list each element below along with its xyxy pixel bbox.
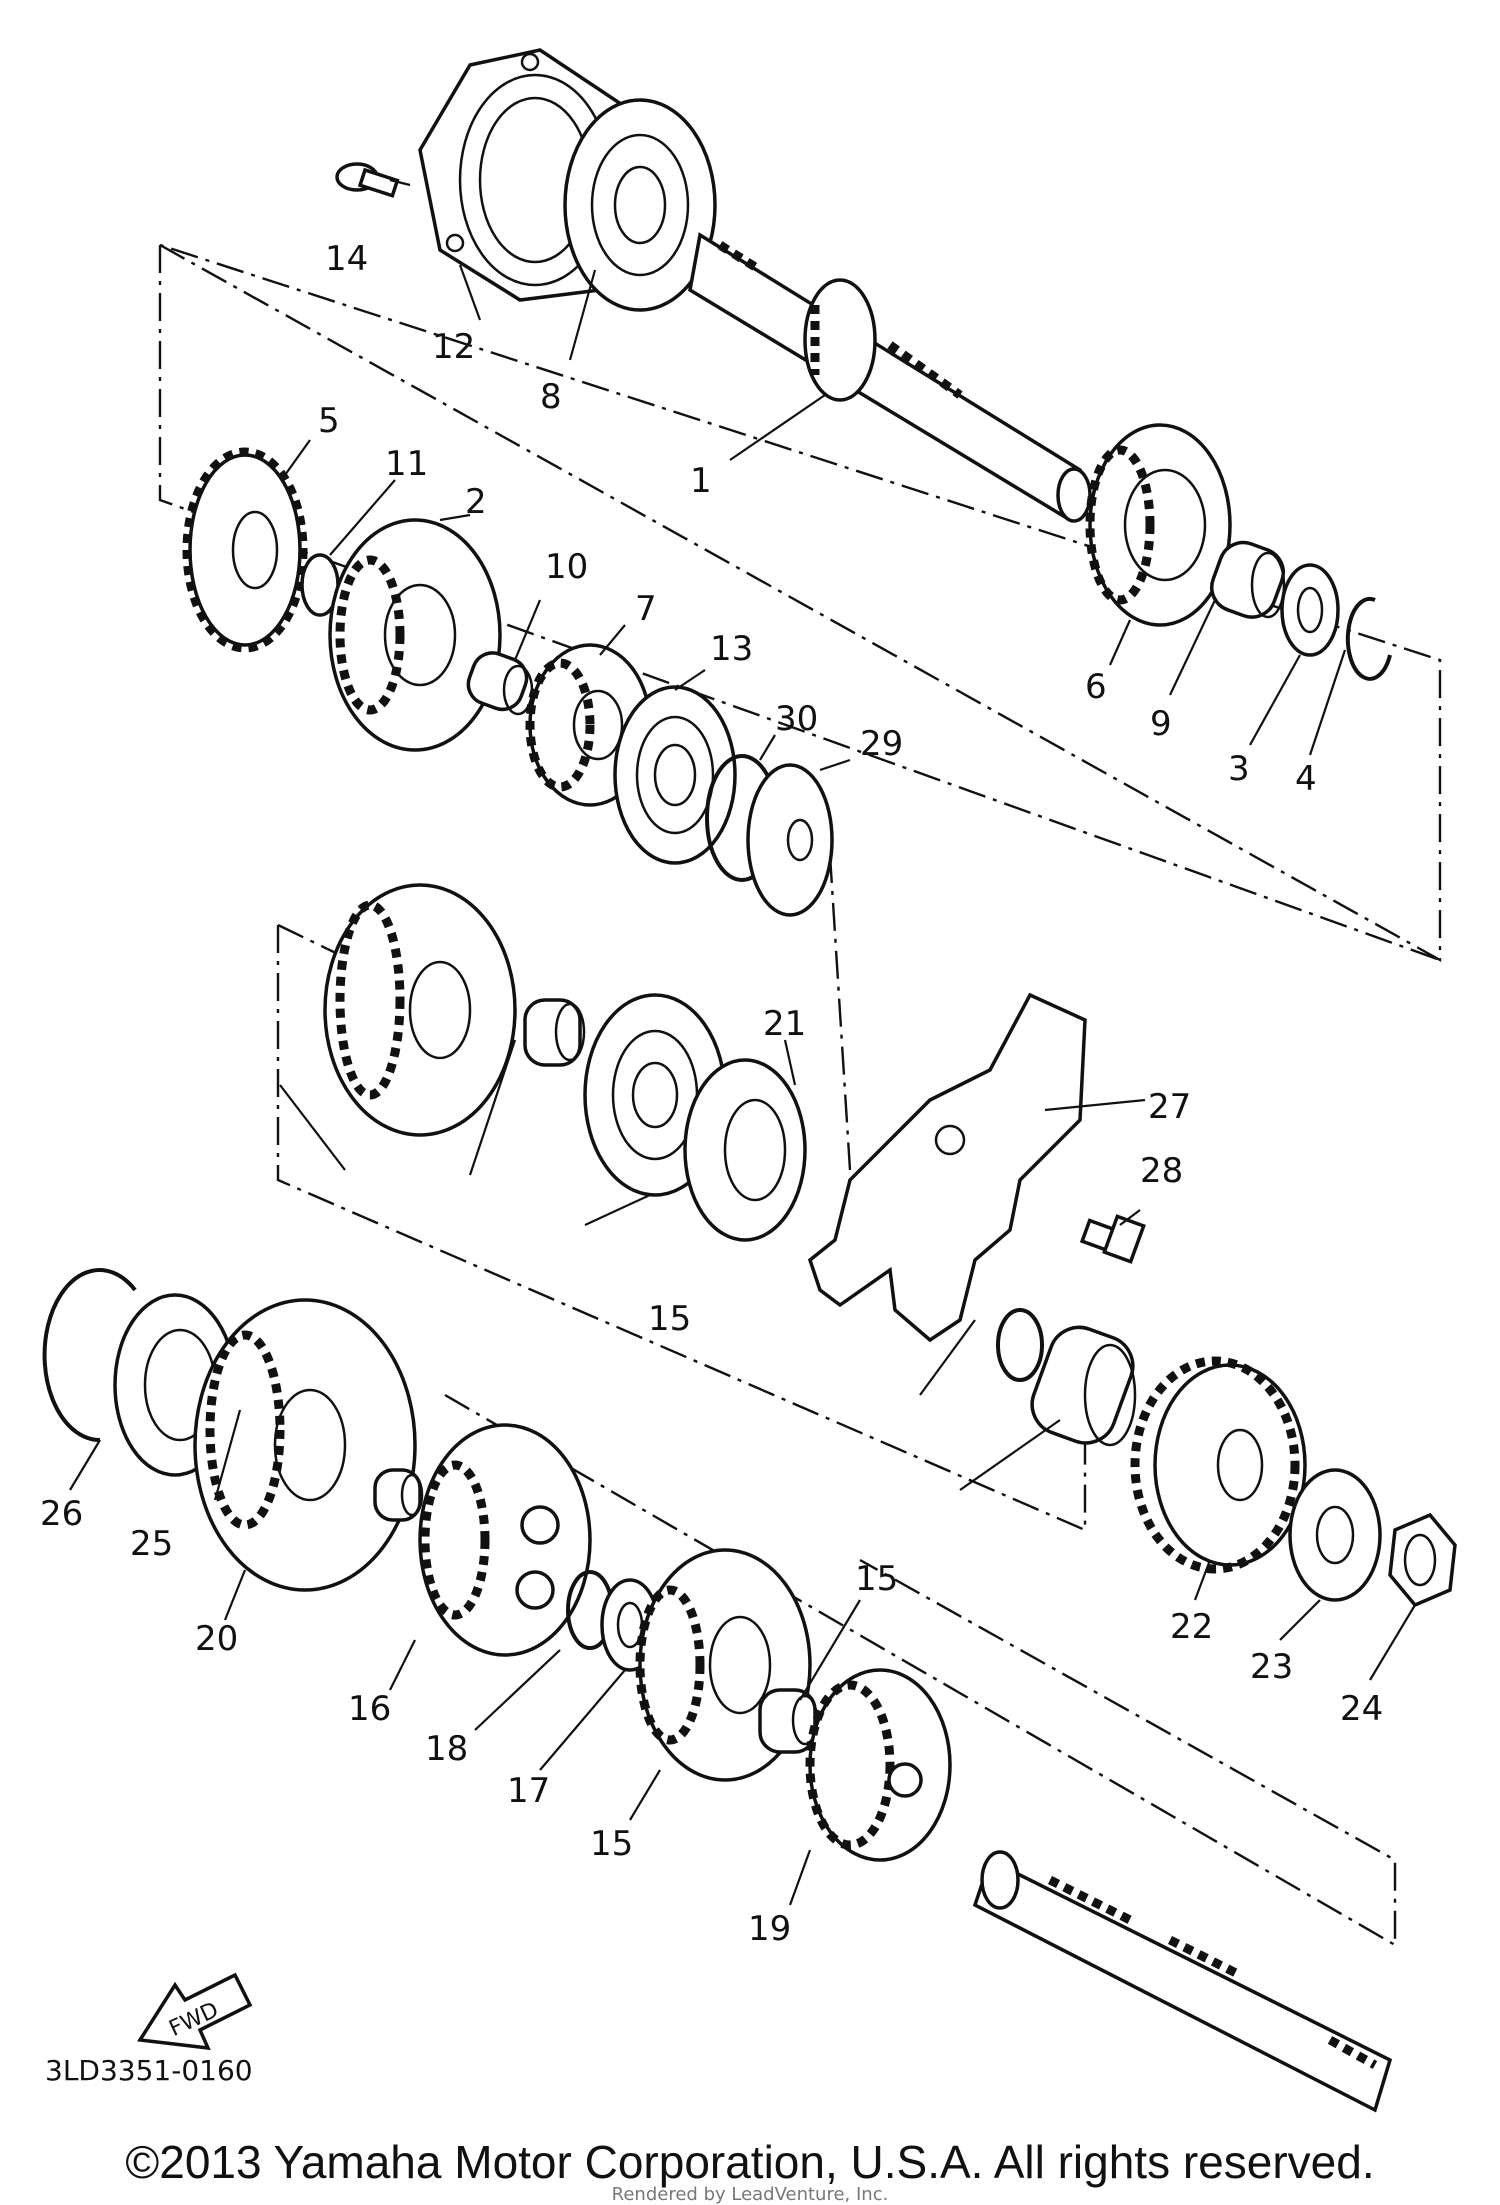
callout-14: 14 bbox=[325, 239, 368, 279]
callout-10: 10 bbox=[545, 547, 588, 587]
callout-30: 29 bbox=[860, 724, 903, 764]
part-17-gear bbox=[418, 1423, 592, 1657]
part-5-gear bbox=[182, 447, 308, 653]
part-8-bearing bbox=[563, 98, 717, 312]
middle-gear bbox=[323, 883, 517, 1137]
callout-7: 7 bbox=[635, 589, 657, 629]
callout-18: 17 bbox=[507, 1771, 550, 1811]
middle-assembly-frame bbox=[276, 925, 1087, 1532]
callout-16: 15 bbox=[590, 1824, 633, 1864]
callout-5: 5 bbox=[318, 401, 340, 441]
callout-2: 2 bbox=[465, 482, 487, 522]
part-24-lock-washer bbox=[1288, 1468, 1382, 1602]
callout-6: 6 bbox=[1085, 667, 1107, 707]
part-14-screw bbox=[335, 162, 400, 198]
part-4-circlip bbox=[1345, 596, 1392, 681]
shaft-guide-line bbox=[828, 854, 852, 1171]
callout-23: 22 bbox=[1170, 1607, 1213, 1647]
part-3-lock-washer bbox=[1280, 563, 1340, 657]
callout-24: 23 bbox=[1250, 1647, 1293, 1687]
part-29-bolt bbox=[1079, 1214, 1146, 1264]
callout-19: 18 bbox=[425, 1729, 468, 1769]
part-20-gear bbox=[805, 1668, 952, 1862]
callout-20: 19 bbox=[748, 1909, 791, 1949]
callout-1: 1 bbox=[690, 461, 712, 501]
callout-25: 24 bbox=[1340, 1689, 1383, 1729]
o-ring bbox=[996, 1308, 1044, 1382]
part-25-nut bbox=[1388, 1512, 1457, 1608]
callout-27: 26 bbox=[40, 1494, 83, 1534]
callout-28: 27 bbox=[1148, 1087, 1191, 1127]
drive-axle bbox=[972, 1850, 1393, 2113]
callout-22: 21 bbox=[763, 1004, 806, 1044]
lower-shaft-assembly-frame bbox=[444, 1393, 1397, 1948]
part-1-main-axle bbox=[688, 232, 1092, 523]
rendered-by-notice: Rendered by LeadVenture, Inc. bbox=[611, 2184, 889, 2205]
part-23-gear bbox=[1130, 1356, 1307, 1574]
plate-hole bbox=[934, 1124, 966, 1156]
callout-12: 12 bbox=[432, 327, 475, 367]
part-22-oil-seal bbox=[683, 1058, 807, 1242]
callout-4: 4 bbox=[1295, 759, 1317, 799]
callout-29: 28 bbox=[1140, 1151, 1183, 1191]
part-30-oil-seal bbox=[746, 763, 834, 917]
part-28-plate bbox=[807, 992, 1087, 1343]
middle-frame-top bbox=[277, 923, 341, 957]
part-15-collar-left bbox=[373, 1468, 424, 1522]
callout-15-lower: 15 bbox=[855, 1559, 898, 1599]
callout-3: 3 bbox=[1228, 749, 1250, 789]
callout-26: 25 bbox=[130, 1524, 173, 1564]
callout-15-upper: 15 bbox=[648, 1299, 691, 1339]
part-10-collar bbox=[466, 651, 534, 716]
callout-17: 16 bbox=[348, 1689, 391, 1729]
callout-9: 9 bbox=[1150, 704, 1172, 744]
callout-13: 13 bbox=[710, 629, 753, 669]
diagram-code: 3LD3351-0160 bbox=[45, 2054, 253, 2087]
fwd-arrow-icon: FWD bbox=[137, 1972, 253, 2051]
callout-leaders bbox=[69, 178, 1416, 1906]
callout-31: 30 bbox=[775, 699, 818, 739]
part-2-gear bbox=[328, 518, 502, 752]
right-collar bbox=[1030, 1325, 1137, 1447]
part-13-bearing bbox=[613, 685, 737, 865]
part-6-gear bbox=[1085, 423, 1232, 627]
copyright-notice: ©2013 Yamaha Motor Corporation, U.S.A. A… bbox=[125, 2136, 1375, 2188]
callout-11: 11 bbox=[385, 444, 428, 484]
middle-collar bbox=[523, 998, 586, 1067]
part-9-collar bbox=[1210, 540, 1286, 619]
upper-shaft-frame-outline bbox=[158, 245, 1441, 962]
callout-labels: 14 12 8 1 5 11 2 10 7 13 30 29 6 9 3 4 2… bbox=[40, 239, 1383, 2087]
upper-shaft-assembly-frame bbox=[159, 243, 1442, 963]
callout-21: 20 bbox=[195, 1619, 238, 1659]
callout-8: 8 bbox=[540, 377, 562, 417]
part-21-gear bbox=[193, 1298, 417, 1592]
part-27-circlip bbox=[42, 1268, 137, 1443]
